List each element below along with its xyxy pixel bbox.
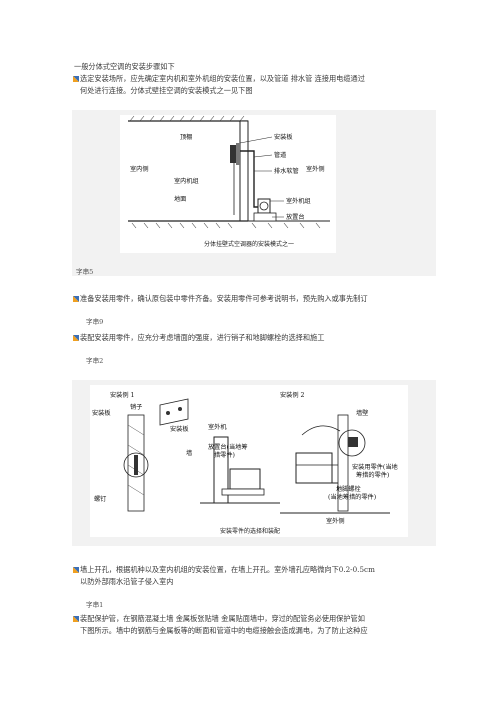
bullet-icon bbox=[73, 616, 79, 622]
label-fitting-note-2: 筹措的零件) bbox=[356, 471, 389, 479]
label-wall-2: 墙壁 bbox=[356, 409, 368, 417]
bullet-icon bbox=[73, 335, 79, 341]
label-screw: 螺钉 bbox=[94, 495, 106, 503]
label-outdoor-unit: 室外机 bbox=[208, 423, 227, 431]
label-drain-hose: 排水软管 bbox=[274, 167, 299, 175]
label-anchor-1: 地脚螺栓 bbox=[336, 485, 361, 493]
label-indoor-side: 室内侧 bbox=[130, 165, 149, 173]
installation-diagram-2: 安装例 1 安装例 2 安装板 销子 安装板 室外机 墙 放置台(当地筹 措零件… bbox=[90, 385, 408, 537]
step-protect-pipe-line1: 装配保护管，在钢筋混凝土墙 金属板张贴墙 金属贴面墙中，穿过的配管务必使用保护管… bbox=[80, 614, 365, 623]
label-mount-plate: 安装板 bbox=[274, 133, 293, 141]
bullet-icon bbox=[73, 567, 79, 573]
label-mount-plate-b: 安装板 bbox=[170, 425, 189, 433]
step-prepare-parts: 准备安装用零件，确认原包装中零件齐备。安装用零件可参考说明书，预先购入或事先制订 bbox=[80, 294, 368, 303]
label-pipe: 管道 bbox=[274, 151, 286, 159]
label-floor: 地面 bbox=[174, 195, 186, 203]
count-label: 字串5 bbox=[76, 268, 94, 276]
label-anchor-2: (当地筹措的零件) bbox=[328, 493, 376, 501]
label-outdoor-side: 室外侧 bbox=[306, 165, 325, 173]
label-pin: 销子 bbox=[130, 403, 142, 411]
step-drill-hole-line1: 墙上开孔，根据机种以及室内机组的安装位置，在墙上开孔。室外墙孔应略微向下0.2-… bbox=[80, 565, 375, 574]
figure-caption-1: 分体挂壁式空调器的安装模式之一 bbox=[204, 240, 294, 248]
label-mount-plate-a: 安装板 bbox=[92, 409, 111, 417]
label-platform: 放置台 bbox=[286, 213, 305, 221]
label-example-1: 安装例 1 bbox=[110, 391, 135, 399]
label-fitting-note-1: 安装用零件(当地 bbox=[352, 463, 398, 471]
step-select-location-line1: 选定安装场所，应先确定室内机和室外机组的安装位置，以及管道 排水管 连接用电缆通… bbox=[80, 74, 365, 83]
label-platform-note-2: 措零件) bbox=[214, 451, 235, 459]
label-ceiling: 顶棚 bbox=[180, 133, 192, 141]
step-assemble-parts: 装配安装用零件，应充分考虑墙面的强度，进行销子和地脚螺栓的选择和施工 bbox=[80, 333, 325, 342]
label-indoor-unit: 室内机组 bbox=[174, 177, 199, 185]
label-platform-note-1: 放置台(当地筹 bbox=[208, 443, 248, 451]
step-select-location-line2: 何处进行连接。分体式壁挂空调的安装模式之一见下图 bbox=[80, 86, 253, 95]
label-outdoor-unit: 室外机组 bbox=[286, 197, 311, 205]
label-example-2: 安装例 2 bbox=[280, 391, 305, 399]
label-wall: 墙 bbox=[186, 449, 192, 457]
count-label: 字串1 bbox=[86, 601, 104, 609]
count-label: 字串2 bbox=[86, 357, 104, 365]
step-protect-pipe-line2: 下图所示。墙中的钢筋与金属板等的断面和管道中的电缆接触会造成漏电，为了防止这种应 bbox=[80, 626, 368, 635]
step-drill-hole-line2: 以防外部雨水沿管子侵入室内 bbox=[80, 577, 174, 586]
bullet-icon bbox=[73, 76, 79, 82]
intro-line: 一般分体式空调的安装步骤如下 bbox=[74, 62, 175, 71]
label-outdoor-side: 室外侧 bbox=[326, 517, 345, 525]
figure-caption-2: 安装零件的选择和装配 bbox=[220, 527, 280, 535]
count-label: 字串9 bbox=[86, 318, 104, 326]
bullet-icon bbox=[73, 296, 79, 302]
installation-diagram-1: 顶棚 安装板 管道 室内侧 室外侧 室内机组 排水软管 地面 室外机组 放置台 … bbox=[120, 115, 336, 253]
